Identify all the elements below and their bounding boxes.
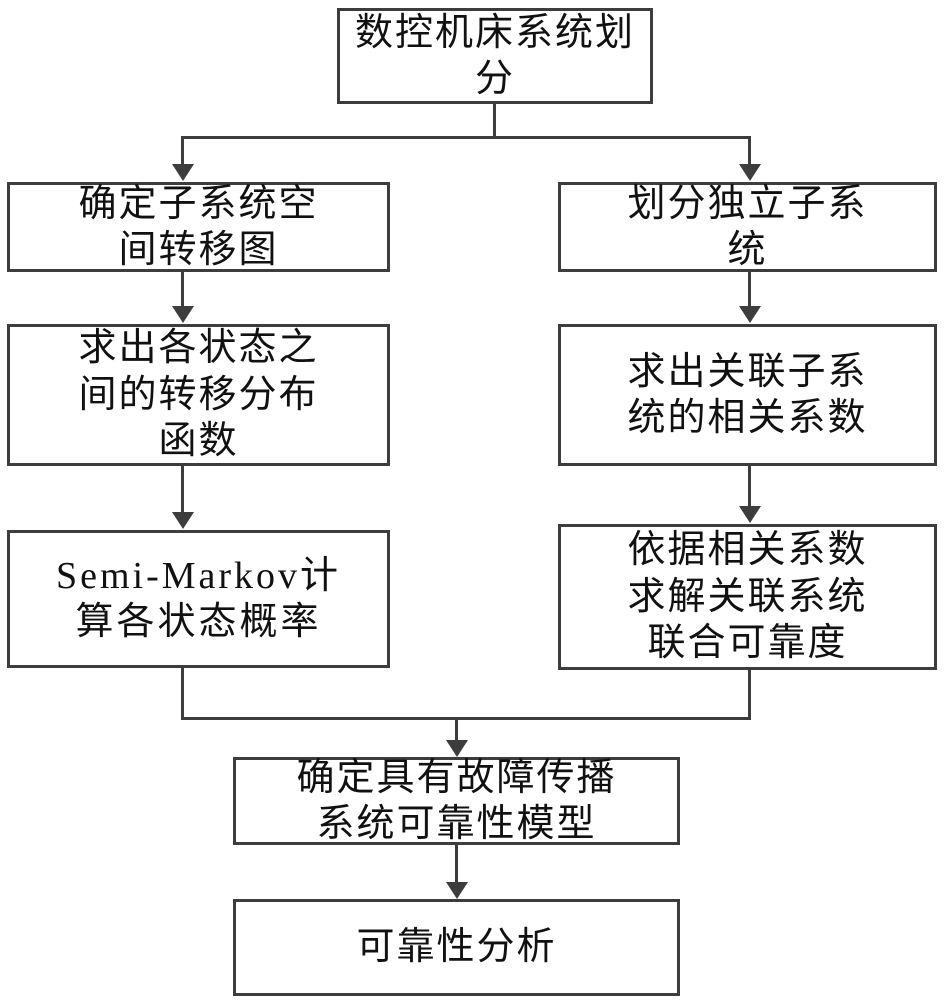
node-label-independent-subsystem: 划分独立子系 统 [627, 182, 868, 271]
connector-merge-stem [455, 717, 458, 743]
node-label-fault-propagation-model: 确定具有故障传播 系统可靠性模型 [296, 756, 617, 845]
arrowhead-to-fault-propagation-model [446, 740, 468, 757]
arrowhead-to-subsystem-state-space [172, 164, 194, 181]
node-label-system-partition: 数控机床系统划分 [354, 11, 635, 100]
node-transition-distribution[interactable]: 求出各状态之 间的转移分布 函数 [7, 324, 390, 466]
connector-model-to-analysis [455, 845, 458, 885]
node-subsystem-state-space[interactable]: 确定子系统空 间转移图 [7, 182, 390, 272]
connector-left-2-3 [181, 466, 184, 514]
node-correlation-coefficient[interactable]: 求出关联子系 统的相关系数 [558, 324, 937, 466]
node-joint-reliability[interactable]: 依据相关系数 求解关联系统 联合可靠度 [558, 524, 937, 670]
node-label-subsystem-state-space: 确定子系统空 间转移图 [78, 182, 319, 271]
connector-split-right-drop [748, 136, 751, 166]
connector-merge-left-drop [181, 668, 184, 720]
arrowhead-to-semi-markov [172, 512, 194, 529]
node-semi-markov-state-probability[interactable]: Semi-Markov计 算各状态概率 [7, 530, 390, 668]
node-label-reliability-analysis: 可靠性分析 [356, 926, 557, 969]
arrowhead-to-joint-reliability [739, 506, 761, 523]
connector-merge-bar [181, 717, 751, 720]
node-label-transition-distribution: 求出各状态之 间的转移分布 函数 [78, 327, 319, 463]
connector-left-1-2 [181, 272, 184, 308]
node-reliability-analysis[interactable]: 可靠性分析 [233, 899, 680, 996]
node-label-semi-markov-state-probability: Semi-Markov计 算各状态概率 [55, 554, 342, 643]
connector-split-left-drop [181, 136, 184, 166]
connector-top-stem [493, 104, 496, 138]
node-label-joint-reliability: 依据相关系数 求解关联系统 联合可靠度 [627, 529, 868, 665]
connector-right-1-2 [748, 272, 751, 308]
arrowhead-to-independent-subsystem [739, 164, 761, 181]
node-label-correlation-coefficient: 求出关联子系 统的相关系数 [627, 350, 868, 439]
arrowhead-to-transition-distribution [172, 306, 194, 323]
arrowhead-to-correlation-coefficient [739, 306, 761, 323]
connector-split-bar [181, 136, 751, 139]
node-fault-propagation-model[interactable]: 确定具有故障传播 系统可靠性模型 [233, 757, 680, 845]
connector-right-2-3 [748, 466, 751, 508]
connector-merge-right-drop [748, 670, 751, 720]
node-system-partition[interactable]: 数控机床系统划分 [337, 8, 653, 104]
node-independent-subsystem[interactable]: 划分独立子系 统 [558, 182, 937, 272]
arrowhead-to-reliability-analysis [446, 882, 468, 899]
